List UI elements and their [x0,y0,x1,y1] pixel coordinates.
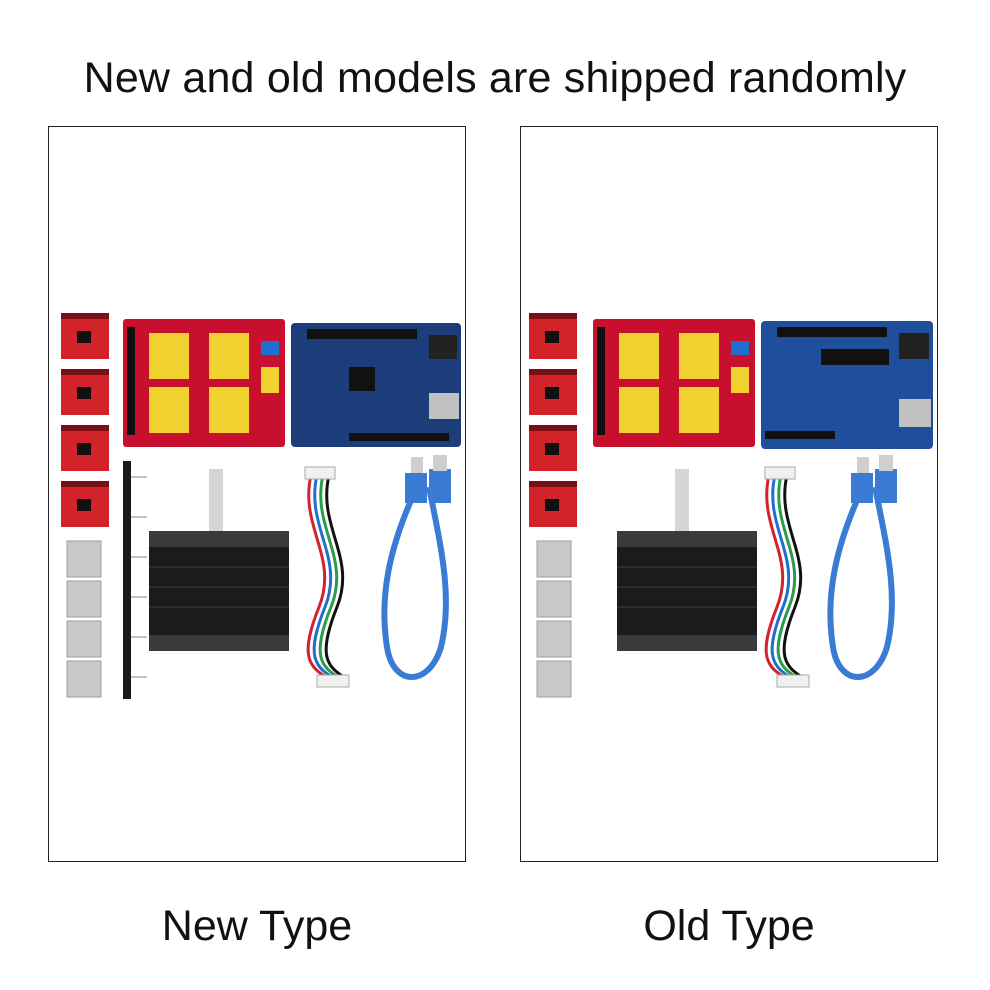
controller-board [761,321,933,449]
stepper-motor [149,469,289,651]
heatsinks [536,540,572,698]
product-panel-old [520,126,938,862]
controller-board [291,323,461,447]
motor-cable [304,466,350,688]
heatsinks [66,540,102,698]
product-photo-new [61,313,461,699]
product-photo-old [529,313,933,698]
headline: New and old models are shipped randomly [83,54,907,102]
motor-cable [764,466,810,688]
product-panel-new [48,126,466,862]
stepper-motor [617,469,757,651]
cnc-shield [593,319,755,447]
usb-cable [381,455,451,680]
cnc-shield [123,319,285,447]
stepper-driver-modules [61,313,109,527]
caption-old-type: Old Type [643,902,815,950]
caption-new-type: New Type [161,902,353,950]
pin-header [123,461,147,699]
stepper-driver-modules [529,313,577,527]
usb-cable [827,455,897,680]
